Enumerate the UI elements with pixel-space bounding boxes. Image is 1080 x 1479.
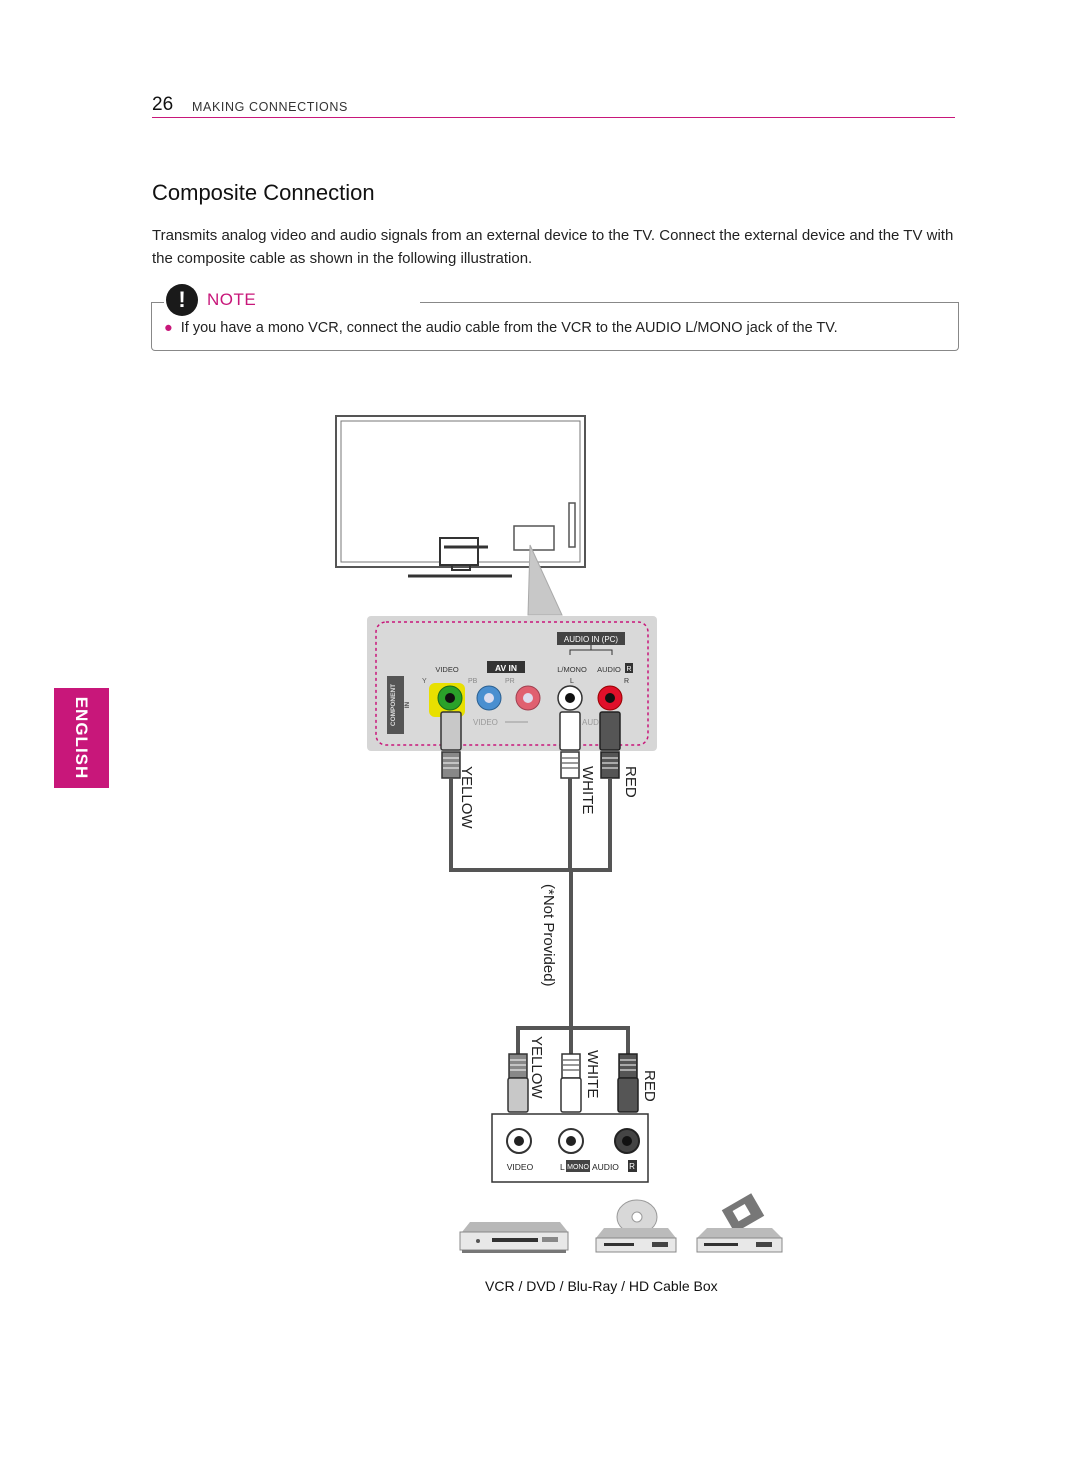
note-text: If you have a mono VCR, connect the audi… xyxy=(180,320,838,336)
bullet-icon: ● xyxy=(164,320,173,336)
yellow-label-top: YELLOW xyxy=(458,766,475,829)
cable-box-icon xyxy=(696,1193,783,1253)
device-l-label: L xyxy=(560,1162,565,1172)
note-box: ! NOTE ● If you have a mono VCR, connect … xyxy=(151,284,959,351)
av-in-label: AV IN xyxy=(495,663,517,673)
device-r-label: R xyxy=(629,1162,635,1171)
page-header: 26 MAKING CONNECTIONS xyxy=(152,94,955,118)
l-label: L xyxy=(570,678,574,685)
page-title: Composite Connection xyxy=(152,180,375,205)
r-label: R xyxy=(626,666,631,673)
vcr-icon xyxy=(459,1222,569,1253)
exclamation-icon: ! xyxy=(166,284,198,316)
audio-in-pc-label: AUDIO IN (PC) xyxy=(564,635,619,644)
white-label-bottom: WHITE xyxy=(584,1050,601,1098)
note-border xyxy=(420,302,958,303)
header-divider xyxy=(152,117,955,118)
r-label-small: R xyxy=(624,678,629,685)
device-mono-label: MONO xyxy=(567,1164,589,1171)
audio-partial-label: AUDI xyxy=(582,718,601,727)
devices-caption: VCR / DVD / Blu-Ray / HD Cable Box xyxy=(485,1278,718,1294)
yellow-label-bottom: YELLOW xyxy=(528,1036,545,1099)
language-tab: ENGLISH xyxy=(54,688,109,788)
bottom-plugs xyxy=(507,1053,639,1113)
pr-label: PR xyxy=(505,678,515,685)
page-number: 26 xyxy=(152,94,174,115)
note-label: NOTE xyxy=(207,290,257,309)
white-label-top: WHITE xyxy=(579,766,596,814)
y-label: Y xyxy=(422,678,427,685)
device-connector-panel: VIDEO L MONO AUDIO R xyxy=(491,1113,649,1183)
in-label: IN xyxy=(404,701,411,708)
red-label-bottom: RED xyxy=(641,1070,658,1102)
not-provided-label: (*Not Provided) xyxy=(540,884,557,987)
section-name: MAKING CONNECTIONS xyxy=(192,100,348,114)
device-audio-label: AUDIO xyxy=(592,1162,619,1172)
device-video-label: VIDEO xyxy=(507,1162,534,1172)
note-item: ● If you have a mono VCR, connect the aud… xyxy=(164,320,838,336)
note-border xyxy=(152,302,164,303)
pb-label: PB xyxy=(468,678,478,685)
tv-illustration xyxy=(335,415,586,616)
cables xyxy=(449,778,630,1056)
dvd-player-icon xyxy=(595,1199,677,1253)
red-label-top: RED xyxy=(622,766,639,798)
component-label: COMPONENT xyxy=(390,684,397,726)
video-label: VIDEO xyxy=(435,665,459,674)
video-bottom-label: VIDEO xyxy=(473,718,498,727)
top-plugs xyxy=(440,711,621,779)
l-mono-label: L/MONO xyxy=(557,665,587,674)
intro-paragraph: Transmits analog video and audio signals… xyxy=(152,227,954,267)
audio-label: AUDIO xyxy=(597,665,621,674)
